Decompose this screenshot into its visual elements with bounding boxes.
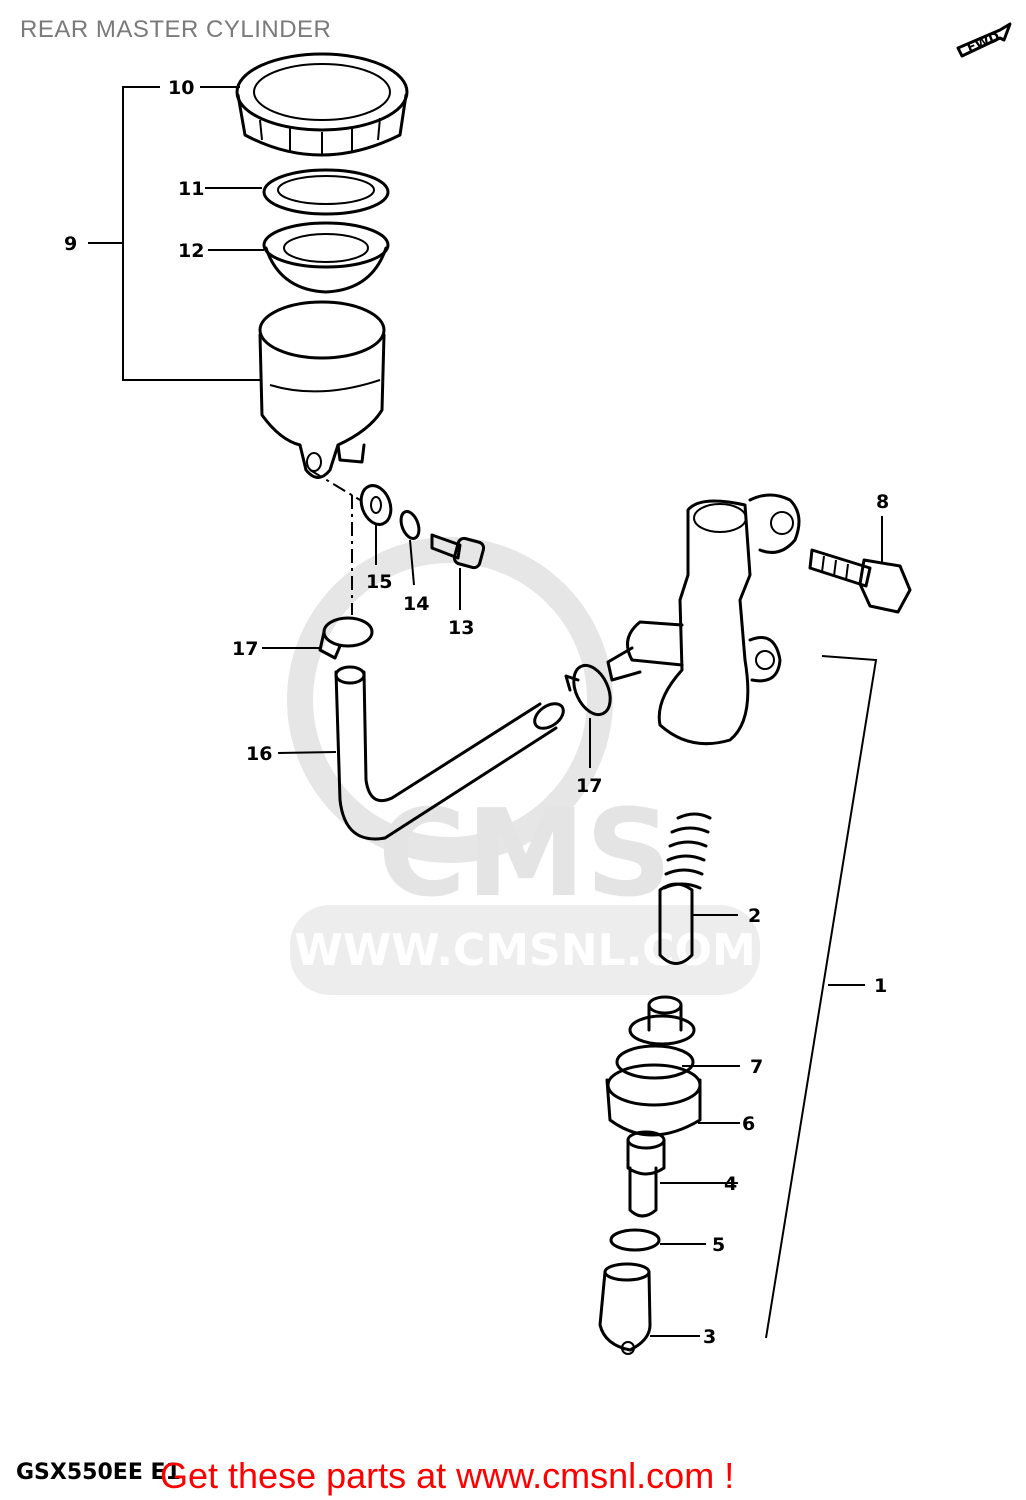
reservoir-body — [258, 300, 386, 479]
reservoir-hose — [334, 670, 558, 841]
callout-10: 10 — [168, 77, 194, 99]
reservoir-cap — [235, 52, 409, 157]
callout-6: 6 — [742, 1113, 755, 1135]
callout-16: 16 — [246, 743, 272, 765]
callout-9: 9 — [64, 233, 77, 255]
callout-4: 4 — [724, 1173, 737, 1195]
watermark-url: WWW.CMSNL.COM — [294, 925, 756, 976]
diaphragm-plate — [262, 168, 390, 216]
fwd-arrow-icon: FWD — [956, 22, 1012, 58]
callout-7: 7 — [750, 1056, 763, 1078]
return-spring — [658, 812, 712, 965]
washer — [359, 484, 393, 526]
push-rod — [598, 1262, 652, 1355]
master-cylinder-body — [606, 493, 801, 746]
callout-8: 8 — [876, 491, 889, 513]
callout-12: 12 — [178, 240, 204, 262]
callout-15: 15 — [366, 571, 392, 593]
hose-clamp-upper — [318, 616, 374, 660]
model-code: GSX550EE E1 — [16, 1460, 181, 1485]
callout-3: 3 — [703, 1326, 716, 1348]
diagram-title: REAR MASTER CYLINDER — [20, 16, 332, 43]
callout-5: 5 — [712, 1234, 725, 1256]
promo-link-text[interactable]: Get these parts at www.cmsnl.com ! — [160, 1455, 735, 1496]
callout-1: 1 — [874, 975, 887, 997]
watermark-brand: CMS — [378, 785, 672, 924]
o-ring — [399, 510, 421, 540]
mounting-bolt — [808, 548, 912, 614]
piston-assembly — [605, 995, 702, 1218]
callout-13: 13 — [448, 617, 474, 639]
diaphragm — [262, 221, 390, 294]
bracket-9 — [122, 86, 260, 381]
snap-ring — [609, 1228, 661, 1252]
connector-bolt — [430, 533, 486, 570]
cms-watermark: CMS WWW.CMSNL.COM — [287, 537, 760, 995]
callout-17-lower: 17 — [576, 775, 602, 797]
callout-17-upper: 17 — [232, 638, 258, 660]
hose-clamp-lower — [564, 663, 612, 717]
fwd-label: FWD — [965, 30, 1002, 57]
callout-14: 14 — [403, 593, 429, 615]
bracket-1 — [765, 655, 878, 1339]
callout-2: 2 — [748, 905, 761, 927]
callout-11: 11 — [178, 178, 204, 200]
